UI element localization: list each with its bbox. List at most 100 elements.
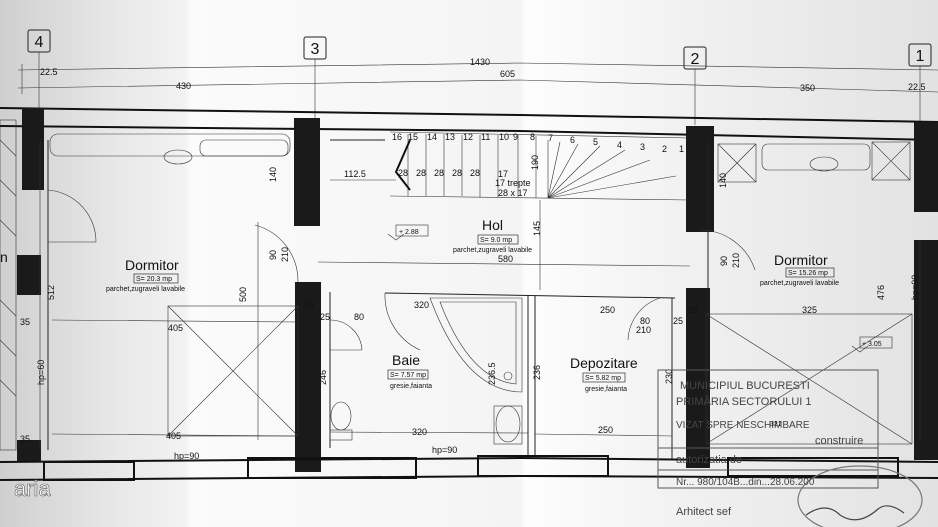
stair-numbers: 16 15 14 13 12 11 10 9 8 7 6 5 4 3 2 1 [392,132,684,154]
dim-500: 500 [238,287,248,302]
stair-dim-17: 17 [498,169,508,179]
round-seal [797,465,923,527]
level-marks [387,224,893,353]
stair-num: 5 [593,137,598,147]
stamp-line-7: Arhitect sef [676,506,732,518]
stair-num: 16 [392,132,402,142]
room-name-dormitor-right: Dormitor [774,252,828,268]
area-box-depozitare [582,372,626,383]
wall-hatch [0,119,17,451]
stair-num: 13 [445,132,455,142]
hp-60: hp=60 [36,360,46,385]
axis-2: 2 [691,51,700,68]
dim-605: 605 [500,69,515,79]
area-box-hol [477,234,519,245]
dim-80-a: 80 [354,312,364,322]
dim-320-bottom: 320 [412,427,427,437]
tread-dim: 28 [470,168,480,178]
stair-num: 15 [408,132,418,142]
stair-num: 12 [463,132,473,142]
stamp-line-5: autorizatia de [676,454,742,466]
dim-80-b: 80 [640,316,650,326]
room-finish-baie: gresie,faianta [390,383,432,390]
stamp-line-1: MUNICIPIUL BUCURESTI [680,380,810,392]
stair-dim-190: 190 [530,155,540,170]
stair-num: 10 [499,132,509,142]
window-sills [49,133,911,183]
room-name-hol: Hol [482,217,503,233]
dim-580: 580 [498,254,513,264]
stamp-line-3: VIZAT SPRE NESCHIMBARE [676,420,810,431]
dim-320-top: 320 [414,300,429,310]
staircase [330,131,691,201]
watermark: aria [14,476,51,501]
stamp-line-4: construire [815,435,863,447]
dim-90-b: 90 [719,256,729,266]
dim-236: 236 [532,365,542,380]
dim-35-a: 35 [20,317,30,327]
room-area-depozitare: S= 5.82 mp [585,375,621,382]
area-box-baie [387,369,429,380]
stair-num: 4 [617,140,622,150]
approval-stamp [657,369,923,527]
room-area-dormitor-right: S= 15.26 mp [788,270,828,277]
dim-25-c: 25 [673,316,683,326]
dim-476: 476 [876,285,886,300]
level-right: + 3.05 [862,341,882,348]
dim-25-b: 25 [320,312,330,322]
dim-210-b: 210 [731,253,741,268]
stair-num: 8 [530,132,535,142]
stamp-line-6: Nr... 980/104B...din...28.06.200 [676,477,815,488]
room-finish-hol: parchet,zugraveli lavabile [453,247,532,254]
dim-140-left: 140 [268,167,278,182]
dim-512: 512 [46,285,56,300]
bathroom-fixtures [329,297,523,445]
dim-total: 1430 [470,57,490,67]
stair-num: 14 [427,132,437,142]
dim-350: 350 [800,83,815,93]
room-finish-dormitor-left: parchet,zugraveli lavabile [106,286,185,293]
tread-dim: 28 [452,168,462,178]
hall-dimension-lines [39,142,921,450]
stair-num: 6 [570,135,575,145]
dim-405-top: 405 [168,323,183,333]
top-dimension-lines [17,62,938,94]
room-name-dormitor-left: Dormitor [125,257,179,273]
dim-430: 430 [176,81,191,91]
room-area-baie: S= 7.57 mp [390,372,426,379]
axis-3: 3 [311,41,320,58]
dim-left-offset: 22.5 [40,67,58,77]
interior-walls [47,139,709,460]
hp-90-b: hp=90 [432,445,457,455]
stair-num: 9 [513,132,518,142]
signature [805,505,905,521]
stair-size: 28 x 17 [498,188,528,198]
dim-250-top: 250 [600,305,615,315]
dim-246: 246 [318,370,328,385]
dim-236-5: 236.5 [487,362,497,385]
axis-lines [38,52,921,125]
room-name-baie: Baie [392,352,420,368]
tread-dim: 28 [398,168,408,178]
dim-230: 230 [664,369,674,384]
axis-4: 4 [35,34,44,51]
room-name-depozitare: Depozitare [570,355,638,371]
dim-140-right: 140 [718,173,728,188]
tread-dim: 28 [434,168,444,178]
stair-num: 1 [679,144,684,154]
stair-num: 2 [662,144,667,154]
dim-325: 325 [802,305,817,315]
tread-dim: 28 [416,168,426,178]
dim-35-b: 35 [20,434,30,444]
room-finish-depozitare: gresie,faianta [585,386,627,393]
room-finish-dormitor-right: parchet,zugraveli lavabile [760,280,839,287]
area-box-left [133,273,179,284]
edge-letter: n [0,249,8,265]
door-swings [47,189,756,351]
dim-25-a: 25 [304,300,314,310]
dim-250-bottom: 250 [598,425,613,435]
hp-90-a: hp=90 [174,451,199,461]
axis-1: 1 [916,48,925,65]
